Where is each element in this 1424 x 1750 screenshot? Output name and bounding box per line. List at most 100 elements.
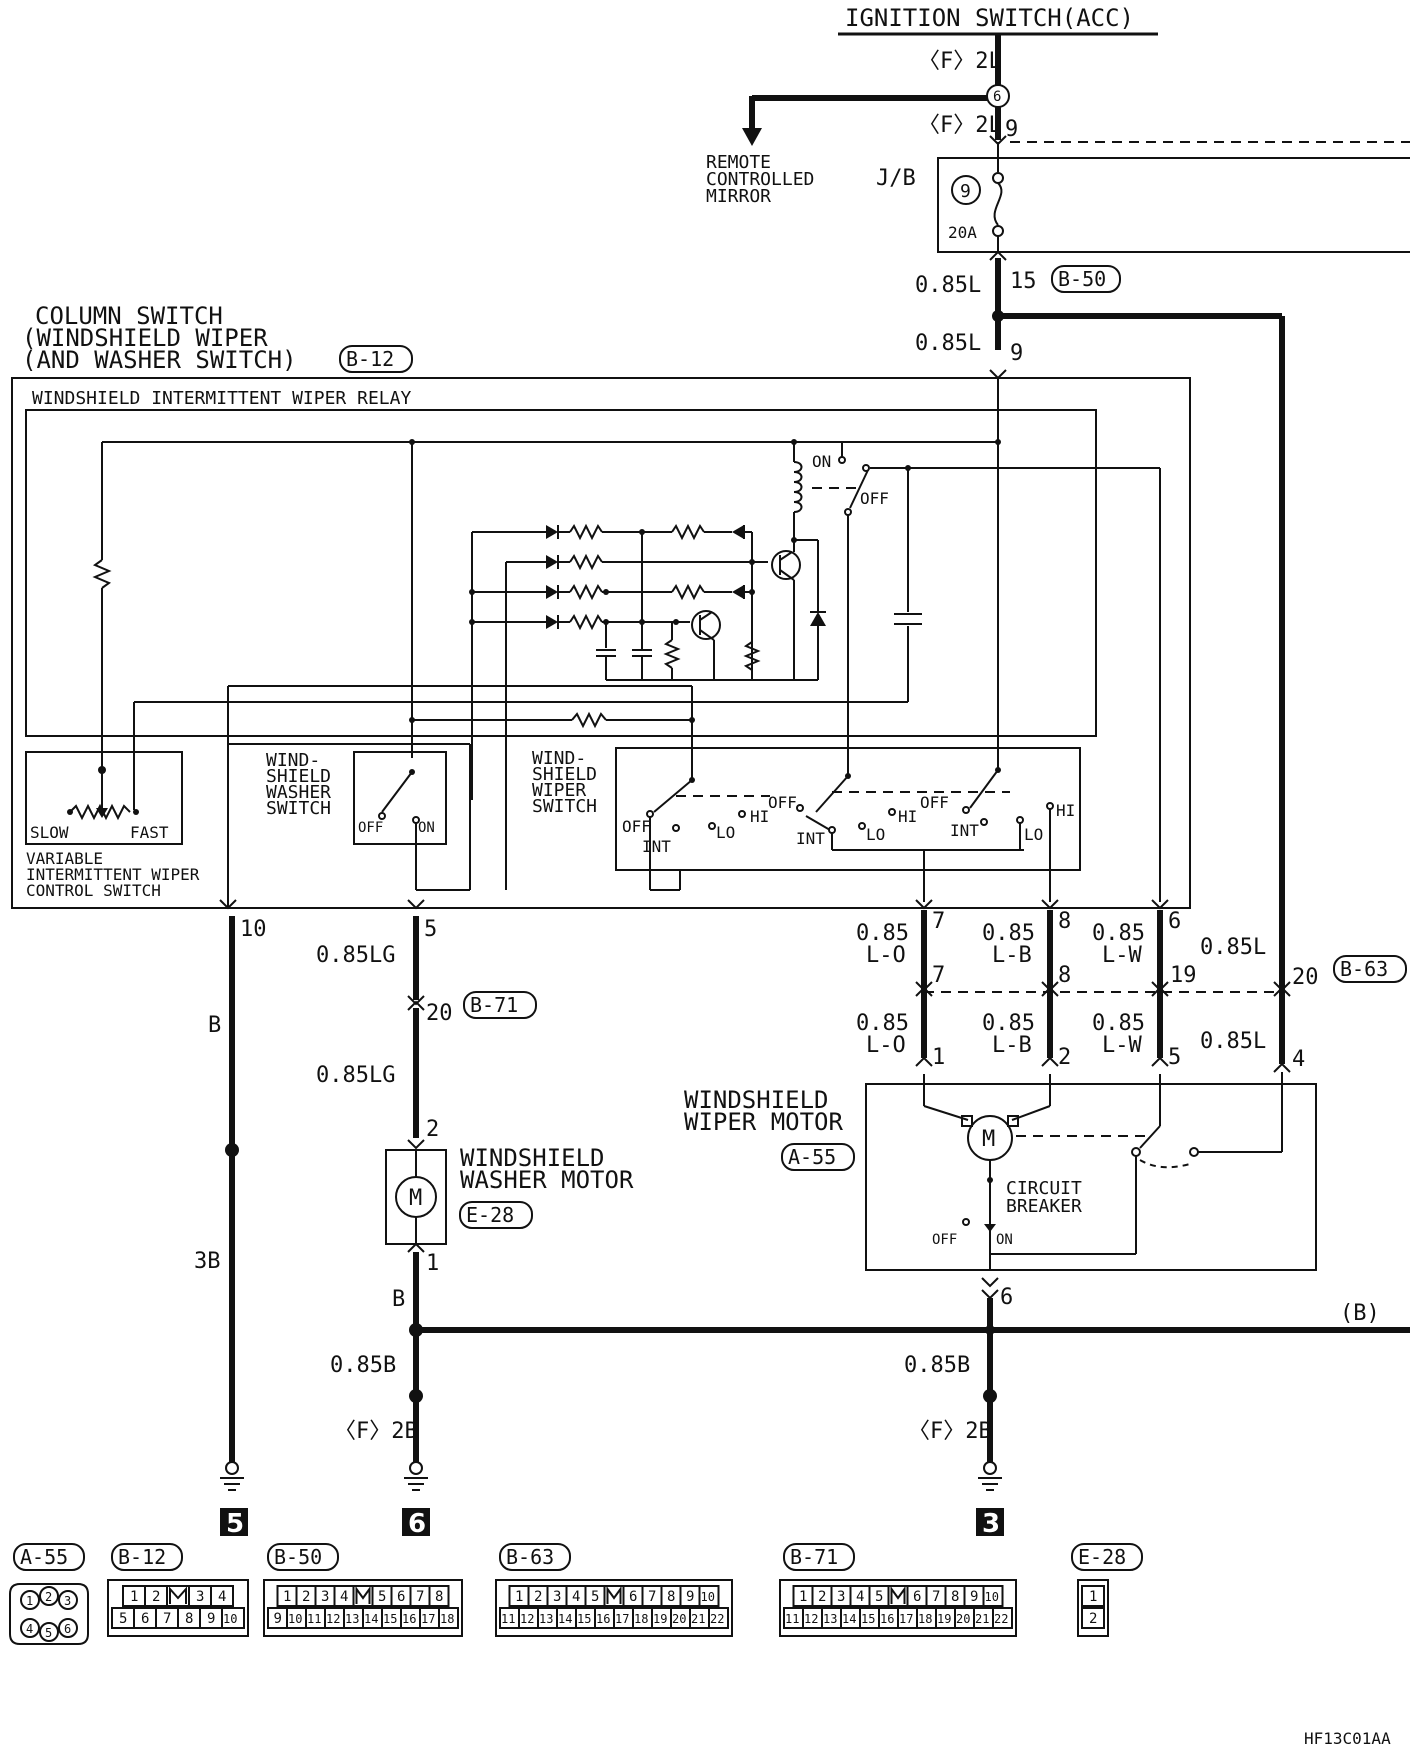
- wire-lb-b-1: 0.85: [982, 1011, 1035, 1036]
- circuit-breaker-label-1: CIRCUIT: [1006, 1178, 1082, 1199]
- connector-pin: 6: [64, 1622, 71, 1636]
- wire-lb-a-2: L-B: [992, 943, 1032, 968]
- connector-pin: 3: [64, 1594, 71, 1608]
- pin-5-a: 5: [424, 917, 437, 942]
- wire-label-085b-right: 0.85B: [904, 1353, 970, 1378]
- wire-label-085b-left: 0.85B: [330, 1353, 396, 1378]
- connector-pin: 11: [501, 1612, 515, 1626]
- connector-pin: 12: [520, 1612, 534, 1626]
- connector-pin: 2: [1089, 1611, 1097, 1627]
- connector-pin: 8: [951, 1589, 959, 1605]
- arrow-to-mirror: [742, 128, 762, 146]
- connector-pin: 14: [558, 1612, 572, 1626]
- connector-pin: 1: [26, 1594, 33, 1608]
- wire-lo-a-2: L-O: [866, 943, 906, 968]
- wiper-motor-box: [865, 1083, 1317, 1271]
- pin-2-m: 2: [1058, 1045, 1071, 1070]
- ignition-switch: IGNITION SWITCH(ACC): [838, 4, 1158, 36]
- connector-tag-b12: [339, 345, 413, 373]
- connector-pin: 7: [648, 1589, 656, 1605]
- connector-pin: 18: [634, 1612, 648, 1626]
- connector-pin: 2: [45, 1590, 52, 1604]
- column-switch-label-1: COLUMN SWITCH: [35, 302, 223, 330]
- pin-2-washer: 2: [426, 1117, 439, 1142]
- variable-intermittent-switch: SLOW FAST VARIABLE INTERMITTENT WIPER CO…: [25, 751, 200, 900]
- junction-block: J/B 9 20A: [876, 141, 1410, 253]
- washer-switch-label-3: WASHER: [266, 782, 331, 803]
- jb-fuse-circle: [951, 175, 981, 205]
- figure-code: HF13C01AA: [1304, 1729, 1391, 1748]
- connector-tag-b71-text: B-71: [470, 993, 518, 1017]
- washer-switch: WIND- SHIELD WASHER SWITCH OFF ON: [227, 743, 471, 908]
- connector-legend-tag: B-50: [274, 1545, 322, 1569]
- connector-pin: 1: [283, 1589, 291, 1605]
- pin-20-a: 20: [426, 1001, 453, 1026]
- relay-frame: [25, 409, 1097, 737]
- connector-pin: 3: [553, 1589, 561, 1605]
- jb-fuse-amp: 20A: [948, 223, 977, 242]
- variable-label-3: CONTROL SWITCH: [26, 881, 161, 900]
- sw1-off: OFF: [622, 817, 651, 836]
- connector-pin: 13: [345, 1612, 359, 1626]
- connector-tag-a55: [781, 1143, 855, 1171]
- pin-6-m: 6: [1000, 1285, 1013, 1310]
- washer-motor-label-2: WASHER MOTOR: [460, 1166, 634, 1194]
- variable-label-2: INTERMITTENT WIPER: [26, 865, 200, 884]
- remote-mirror-label-2: CONTROLLED: [706, 169, 814, 190]
- pin-19: 19: [1170, 963, 1197, 988]
- connector-pin: 8: [435, 1589, 443, 1605]
- connector-pin: 18: [918, 1612, 932, 1626]
- connector-pin: 4: [856, 1589, 864, 1605]
- sw3-lo: LO: [1024, 825, 1043, 844]
- wire-label-f2l-mid: 〈F〉2L: [918, 113, 1002, 138]
- wire-lw-b-2: L-W: [1102, 1033, 1142, 1058]
- connector-pin: 8: [185, 1611, 193, 1627]
- wiper-switch-label-3: WIPER: [532, 780, 586, 801]
- sw3-int: INT: [950, 821, 979, 840]
- column-switch-frame: [11, 377, 1191, 909]
- connector-pin: 5: [119, 1611, 127, 1627]
- column-switch-label-2: (WINDSHIELD WIPER: [22, 324, 268, 352]
- wire-label-085l-a: 0.85L: [915, 273, 981, 298]
- wiper-motor-label-1: WINDSHIELD: [684, 1086, 829, 1114]
- wire-label-b-right: (B): [1340, 1301, 1380, 1326]
- connector-pin: 15: [577, 1612, 591, 1626]
- wiper-switch-label-2: SHIELD: [532, 764, 597, 785]
- washer-on-label: ON: [418, 820, 435, 836]
- connector-pin: 4: [218, 1589, 226, 1605]
- wire-label-3b: 3B: [194, 1249, 221, 1274]
- pin-8-a: 8: [1058, 909, 1071, 934]
- fuse-terminal-bottom: [992, 225, 1004, 237]
- connector-legend-tag: B-71: [790, 1545, 838, 1569]
- relay-label: WINDSHIELD INTERMITTENT WIPER RELAY: [32, 388, 411, 409]
- connector-pin: 14: [842, 1612, 856, 1626]
- jb-label: J/B: [876, 166, 916, 191]
- connector-pin: 20: [672, 1612, 686, 1626]
- wire-label-b-mid: B: [392, 1287, 405, 1312]
- ground-marker-3: 3: [982, 1509, 1000, 1539]
- column-switch: COLUMN SWITCH (WINDSHIELD WIPER (AND WAS…: [11, 302, 1191, 909]
- connector-pin: 12: [804, 1612, 818, 1626]
- wiper-motor-m: M: [982, 1127, 995, 1152]
- remote-mirror-label-3: MIRROR: [706, 186, 771, 207]
- connector-pin: 19: [937, 1612, 951, 1626]
- ground-wire-3: 6 0.85B 〈F〉2B 3: [904, 1277, 1013, 1539]
- pin-4-m: 4: [1292, 1047, 1305, 1072]
- slow-label: SLOW: [30, 823, 69, 842]
- connector-pin: 12: [326, 1612, 340, 1626]
- connector-pin: 22: [994, 1612, 1008, 1626]
- connector-pin: 7: [163, 1611, 171, 1627]
- connector-pin: 21: [691, 1612, 705, 1626]
- washer-switch-label-2: SHIELD: [266, 766, 331, 787]
- pin-1-washer: 1: [426, 1251, 439, 1276]
- wire-lb-b-2: L-B: [992, 1033, 1032, 1058]
- connector-pin: 3: [837, 1589, 845, 1605]
- pin-9-b: 9: [1010, 341, 1023, 366]
- connector-pin: 4: [572, 1589, 580, 1605]
- washer-motor-m: M: [409, 1186, 422, 1211]
- connector-pin: 16: [596, 1612, 610, 1626]
- wiper-motor: WINDSHIELD WIPER MOTOR A-55 M CIRCUIT BR…: [684, 1072, 1317, 1271]
- pin-1-m: 1: [932, 1045, 945, 1070]
- connector-pin: 7: [932, 1589, 940, 1605]
